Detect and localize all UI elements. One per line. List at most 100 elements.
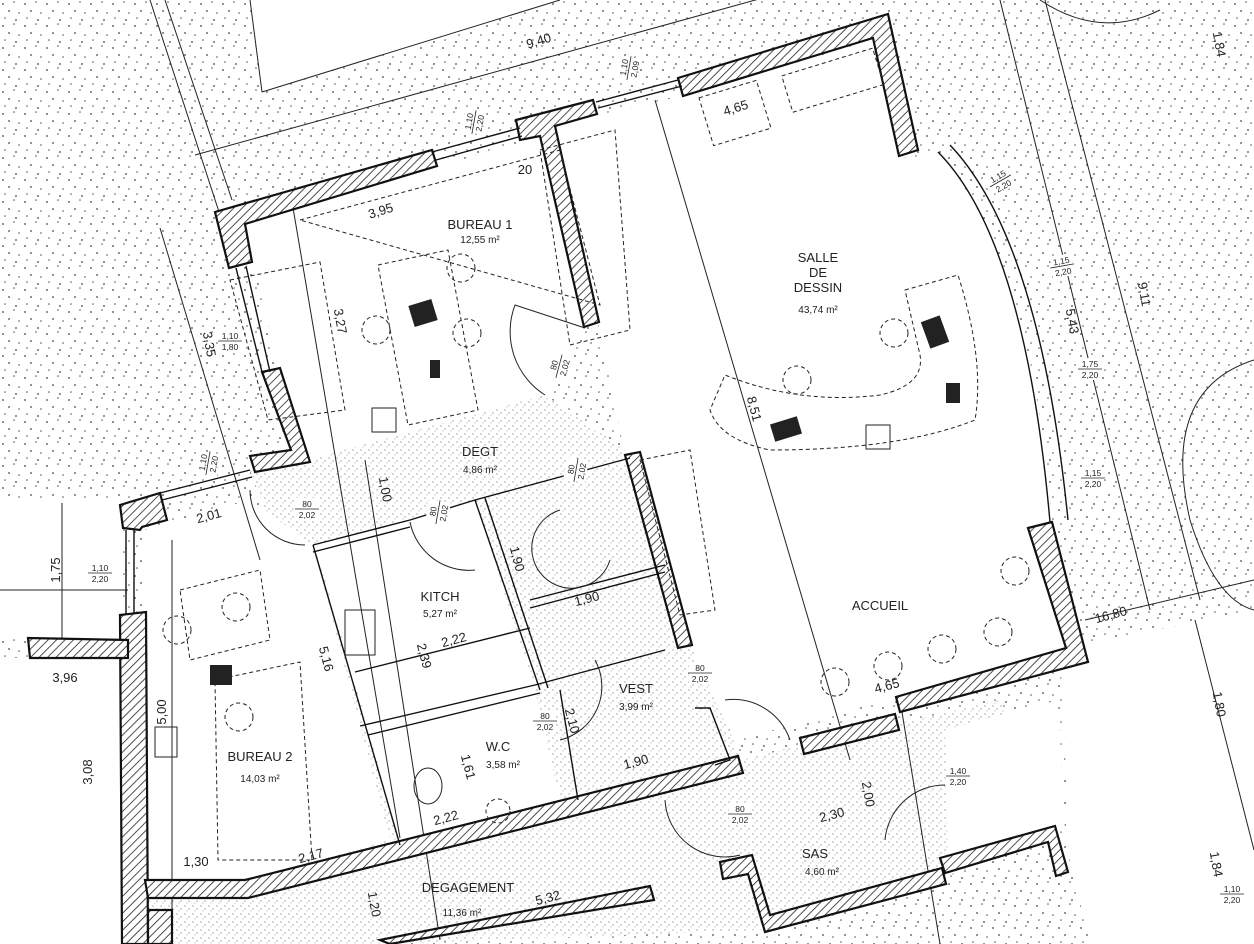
chairs [154,253,1030,824]
opening-height: 2,02 [558,358,572,377]
room-name-degagement: DEGAGEMENT [422,880,515,895]
dimension-label: 2,30 [818,804,846,825]
windows [125,79,683,614]
opening-height: 2,20 [474,114,487,132]
dimension-label: 1,20 [365,890,384,918]
opening-spec: 802,02 [728,803,752,825]
opening-width: 1,10 [197,453,210,471]
curved-facade-window [949,144,1069,521]
opening-spec: 802,02 [295,498,319,520]
room-name-kitch: KITCH [421,589,460,604]
opening-width: 80 [735,804,745,814]
opening-width: 1,10 [1224,884,1241,894]
dimension-label: 1,00 [376,475,395,503]
opening-width: 80 [548,359,560,371]
room-area-degagement: 11,36 m² [443,908,482,919]
room-salle-accueil-floor [552,40,1065,740]
dimension-label: 1,84 [1207,850,1226,878]
room-name-wc: W.C [486,739,511,754]
dimension-label: 4,65 [873,675,901,696]
room-area-kitch: 5,27 m² [423,609,458,620]
room-kitchen-floor [315,500,535,735]
opening-spec: 802,02 [545,352,573,380]
furniture [179,47,979,861]
dimension-label: 3,96 [52,670,77,685]
opening-spec: 1,102,20 [1220,883,1244,905]
opening-width: 80 [565,464,577,475]
room-name-bureau-2: BUREAU 2 [227,749,292,764]
room-name-sas: SAS [802,846,828,861]
dimension-label: 1,90 [507,545,528,573]
room-name-accueil: ACCUEIL [852,598,908,613]
right-room-floor [945,700,1065,865]
opening-height: 2,20 [1054,265,1072,278]
opening-height: 2,20 [1082,370,1099,380]
opening-width: 1,15 [1052,255,1070,268]
room-area-wc: 3,58 m² [486,760,521,771]
opening-height: 2,20 [1224,895,1241,905]
opening-spec: 1,101,80 [218,330,242,352]
room-name-salle-line-2: DE [809,265,827,280]
opening-spec: 1,402,20 [946,765,970,787]
dimension-label: 2,10 [562,707,583,735]
room-area-sas: 4,60 m² [805,867,840,878]
room-name-bureau-1: BUREAU 1 [447,217,512,232]
dimension-label: 2,01 [195,505,223,526]
room-bureau-1-floor [245,135,585,462]
adjacent-exterior-white [0,500,120,638]
opening-width: 1,10 [222,331,239,341]
room-bureau-2-floor [145,500,390,880]
opening-height: 2,02 [692,674,709,684]
parcel-white-area [250,0,560,92]
opening-spec: 802,02 [533,710,557,732]
opening-spec: 802,02 [425,499,451,525]
dimension-label: 2,22 [440,629,468,650]
opening-height: 2,02 [537,722,554,732]
dimension-label: 1,75 [48,557,63,582]
opening-spec-labels: 1,102,201,102,091,101,801,102,201,102,20… [88,55,1244,905]
opening-width: 1,40 [950,766,967,776]
dimension-label: 8,51 [744,395,765,423]
opening-height: 1,80 [222,342,239,352]
opening-spec: 1,102,20 [88,562,112,584]
opening-height: 2,02 [438,504,451,522]
opening-width: 1,15 [1085,468,1102,478]
dimension-label: 1,90 [622,751,650,772]
dimension-label: 1,80 [1210,690,1229,718]
dimension-label: 2,22 [432,807,460,828]
opening-height: 2,20 [208,455,221,473]
opening-width: 1,10 [618,58,631,76]
opening-width: 80 [695,663,705,673]
dimension-label: 3,08 [80,759,95,784]
right-exterior-white [1060,610,1254,944]
opening-width: 80 [427,506,439,517]
dimension-label: 1,30 [183,854,208,869]
opening-spec: 1,102,20 [195,450,221,476]
room-area-vest: 3,99 m² [619,702,654,713]
opening-width: 80 [302,499,312,509]
opening-height: 2,09 [629,60,642,78]
adjacent-room-floor [0,658,122,944]
dimension-label: 2,39 [414,642,435,670]
dimension-label: 9,11 [1135,281,1154,308]
opening-width: 1,10 [463,112,476,130]
dimension-label: 3,27 [331,307,350,335]
opening-height: 2,02 [576,462,589,480]
opening-spec: 1,152,20 [1049,253,1075,279]
opening-width: 80 [540,711,550,721]
room-labels: BUREAU 1 12,55 m² SALLE DE DESSIN 43,74 … [227,217,908,919]
room-name-salle-line-1: SALLE [798,250,839,265]
dimension-label: 1,84 [1210,30,1229,58]
room-area-salle: 43,74 m² [798,305,838,316]
room-area-bureau-1: 12,55 m² [460,235,500,246]
dimension-label: 9,40 [524,30,553,52]
walls [26,12,1090,944]
dimension-label: 1,90 [573,588,601,609]
opening-height: 2,20 [950,777,967,787]
opening-height: 2,20 [1085,479,1102,489]
opening-spec: 1,102,20 [461,109,487,135]
dimension-label: 5,00 [154,699,169,724]
dimension-label: 5,16 [316,645,337,673]
